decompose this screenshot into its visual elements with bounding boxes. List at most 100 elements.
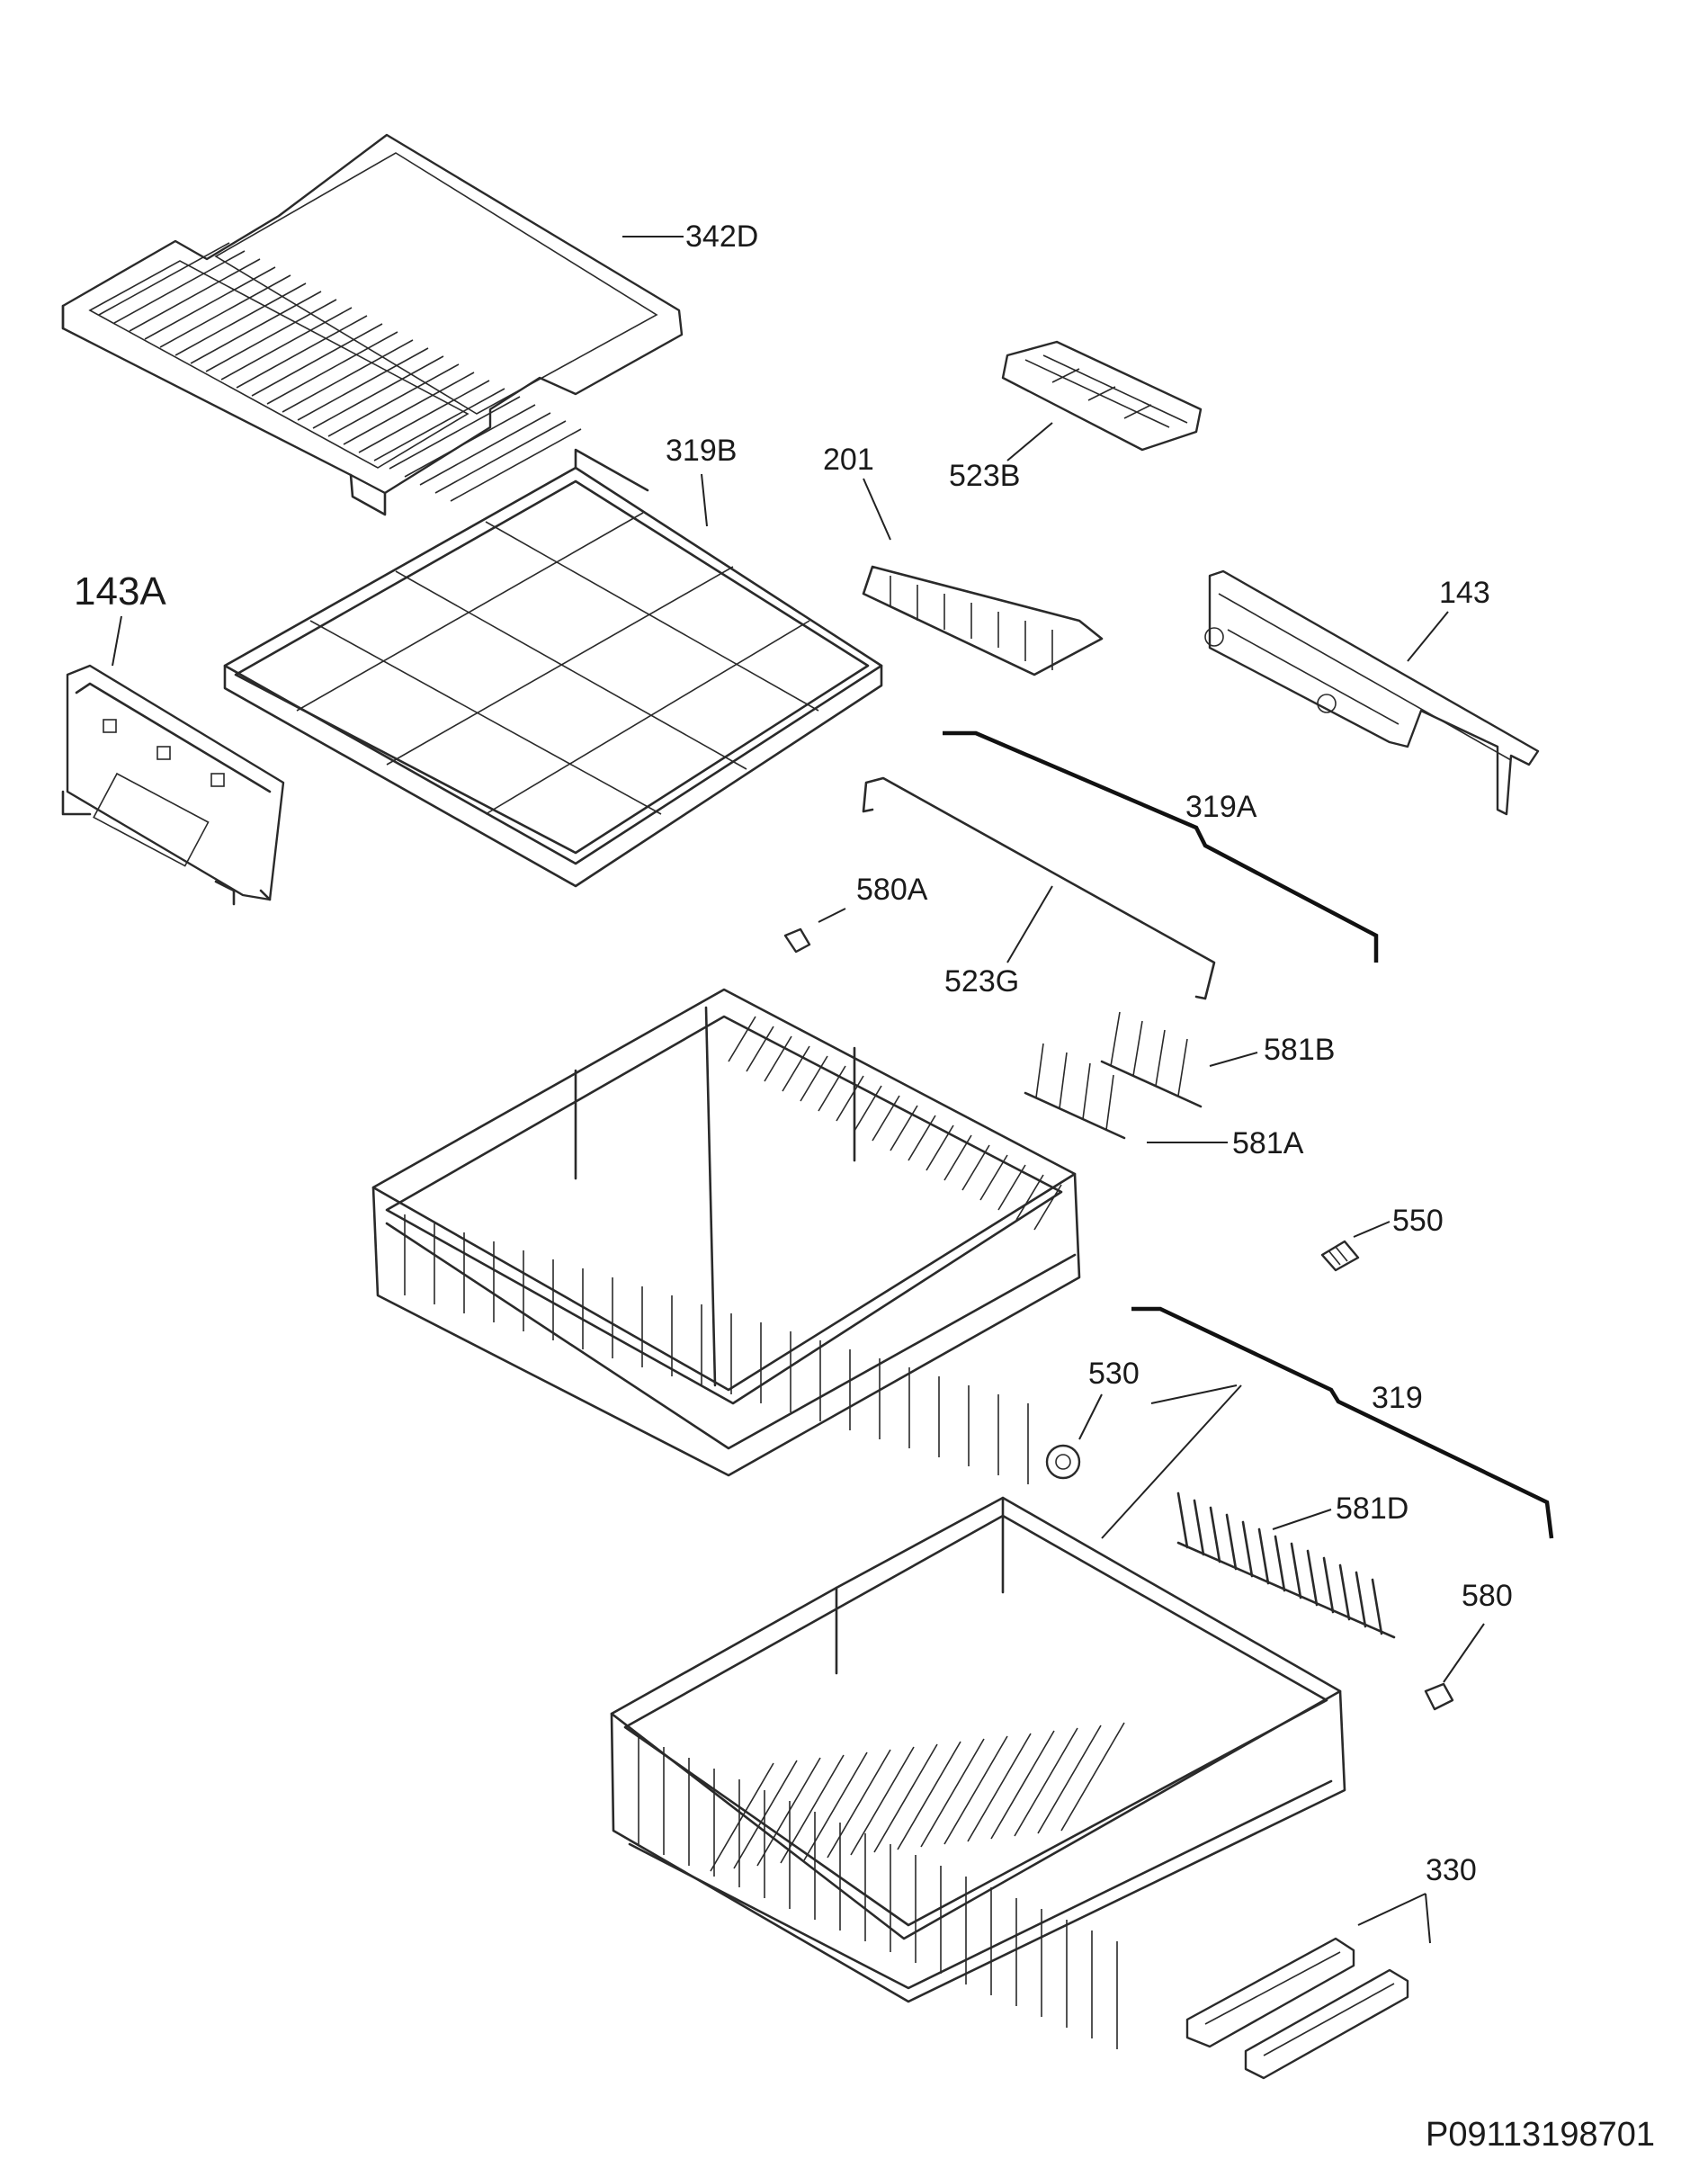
wire-line xyxy=(358,380,490,453)
part-319-bracket-line xyxy=(1131,1306,1554,1539)
label-523G: 523G xyxy=(944,964,1019,999)
part-319A-bracket-line xyxy=(943,730,1379,963)
wire-line xyxy=(205,299,337,372)
wire-line xyxy=(282,339,414,413)
wire-line xyxy=(803,1751,868,1861)
wire-line xyxy=(990,1730,1055,1840)
wire-line xyxy=(129,258,261,332)
part-580-clip xyxy=(1424,1682,1454,1711)
label-319B: 319B xyxy=(666,434,737,468)
part-330-runner-back xyxy=(1244,1968,1409,2080)
label-581D: 581D xyxy=(1336,1492,1408,1526)
wire-line xyxy=(1176,1492,1189,1549)
wire-line xyxy=(190,291,322,364)
wire-line xyxy=(1060,1722,1125,1832)
wire-line xyxy=(746,1026,774,1072)
wire-line xyxy=(1257,1527,1270,1585)
wire-line xyxy=(297,347,429,421)
wire-line xyxy=(920,1738,985,1848)
wire-line xyxy=(1290,1542,1302,1599)
wire-line xyxy=(327,363,460,437)
part-319B-upper-wire-frame xyxy=(223,448,883,888)
wire-line xyxy=(1274,1535,1286,1592)
reference-number: P09113198701 xyxy=(1426,2116,1655,2154)
wire-line xyxy=(1241,1520,1254,1578)
part-581B-tine-row xyxy=(1100,1011,1203,1108)
part-530-wheel xyxy=(1045,1444,1081,1480)
wire-line xyxy=(897,1741,961,1850)
wire-line xyxy=(1338,1563,1351,1621)
wire-line xyxy=(98,242,230,316)
wire-line xyxy=(220,307,353,381)
wire-line xyxy=(1033,1184,1062,1231)
label-530: 530 xyxy=(1088,1357,1140,1391)
wire-line xyxy=(1371,1578,1383,1635)
wire-line xyxy=(827,1749,891,1859)
wire-line xyxy=(373,388,505,461)
wire-line xyxy=(419,412,551,486)
wire-line xyxy=(890,1105,918,1151)
wire-line xyxy=(710,1762,774,1872)
wire-line xyxy=(1322,1556,1335,1614)
wire-line xyxy=(434,420,567,494)
wire-line xyxy=(312,355,444,429)
label-143: 143 xyxy=(1439,576,1490,610)
wire-line xyxy=(872,1095,900,1142)
label-319: 319 xyxy=(1372,1381,1423,1415)
label-581A: 581A xyxy=(1232,1126,1304,1160)
leader-lines xyxy=(112,236,1485,1944)
wire-line xyxy=(873,1743,938,1853)
label-550: 550 xyxy=(1392,1204,1444,1238)
part-342D-cutlery-tray xyxy=(61,133,684,516)
wire-line xyxy=(343,372,475,445)
wire-line xyxy=(854,1085,882,1132)
wire-line xyxy=(997,1164,1026,1211)
wire-line xyxy=(1306,1549,1319,1607)
wire-line xyxy=(836,1075,864,1122)
wire-line xyxy=(800,1055,828,1102)
wire-line xyxy=(159,274,291,348)
part-143-side-rail xyxy=(1204,569,1540,816)
wire-line xyxy=(728,1016,756,1062)
wire-line xyxy=(943,1735,1008,1845)
label-580: 580 xyxy=(1462,1579,1513,1613)
part-523G-rod xyxy=(862,776,1216,1000)
part-lower-basket xyxy=(610,1496,1346,2049)
wire-line xyxy=(780,1754,845,1864)
wire-line xyxy=(1015,1174,1044,1221)
wire-line xyxy=(266,331,398,405)
wire-line xyxy=(1225,1513,1238,1571)
wire-line xyxy=(961,1144,990,1191)
part-143A-side-bracket xyxy=(61,664,285,906)
part-550-roller-pin xyxy=(1320,1240,1360,1272)
wire-line xyxy=(764,1035,792,1082)
label-523B: 523B xyxy=(949,459,1020,493)
wire-line xyxy=(1193,1499,1205,1556)
wire-line xyxy=(926,1124,954,1171)
wire-line xyxy=(404,404,536,478)
wire-line xyxy=(967,1733,1032,1842)
wire-line xyxy=(174,282,307,356)
wire-line xyxy=(733,1760,798,1869)
wire-line xyxy=(113,250,246,324)
part-upper-basket xyxy=(371,988,1081,1484)
wire-line xyxy=(144,266,276,340)
wire-line xyxy=(1014,1727,1078,1837)
part-581A-tine-row xyxy=(1024,1043,1126,1140)
wire-line xyxy=(850,1746,915,1856)
label-342D: 342D xyxy=(685,219,758,254)
wire-line xyxy=(251,323,383,397)
part-330-runner-front xyxy=(1185,1937,1355,2048)
wire-line xyxy=(979,1154,1008,1201)
wire-line xyxy=(450,428,582,502)
wire-line xyxy=(1355,1571,1367,1628)
wire-line xyxy=(818,1065,846,1112)
label-201: 201 xyxy=(823,443,874,477)
wire-line xyxy=(782,1045,810,1092)
wire-line xyxy=(389,396,521,470)
wire-line xyxy=(1037,1725,1102,1834)
label-143A: 143A xyxy=(74,569,166,614)
part-581D-tine-row xyxy=(1176,1492,1396,1639)
label-319A: 319A xyxy=(1185,790,1257,824)
